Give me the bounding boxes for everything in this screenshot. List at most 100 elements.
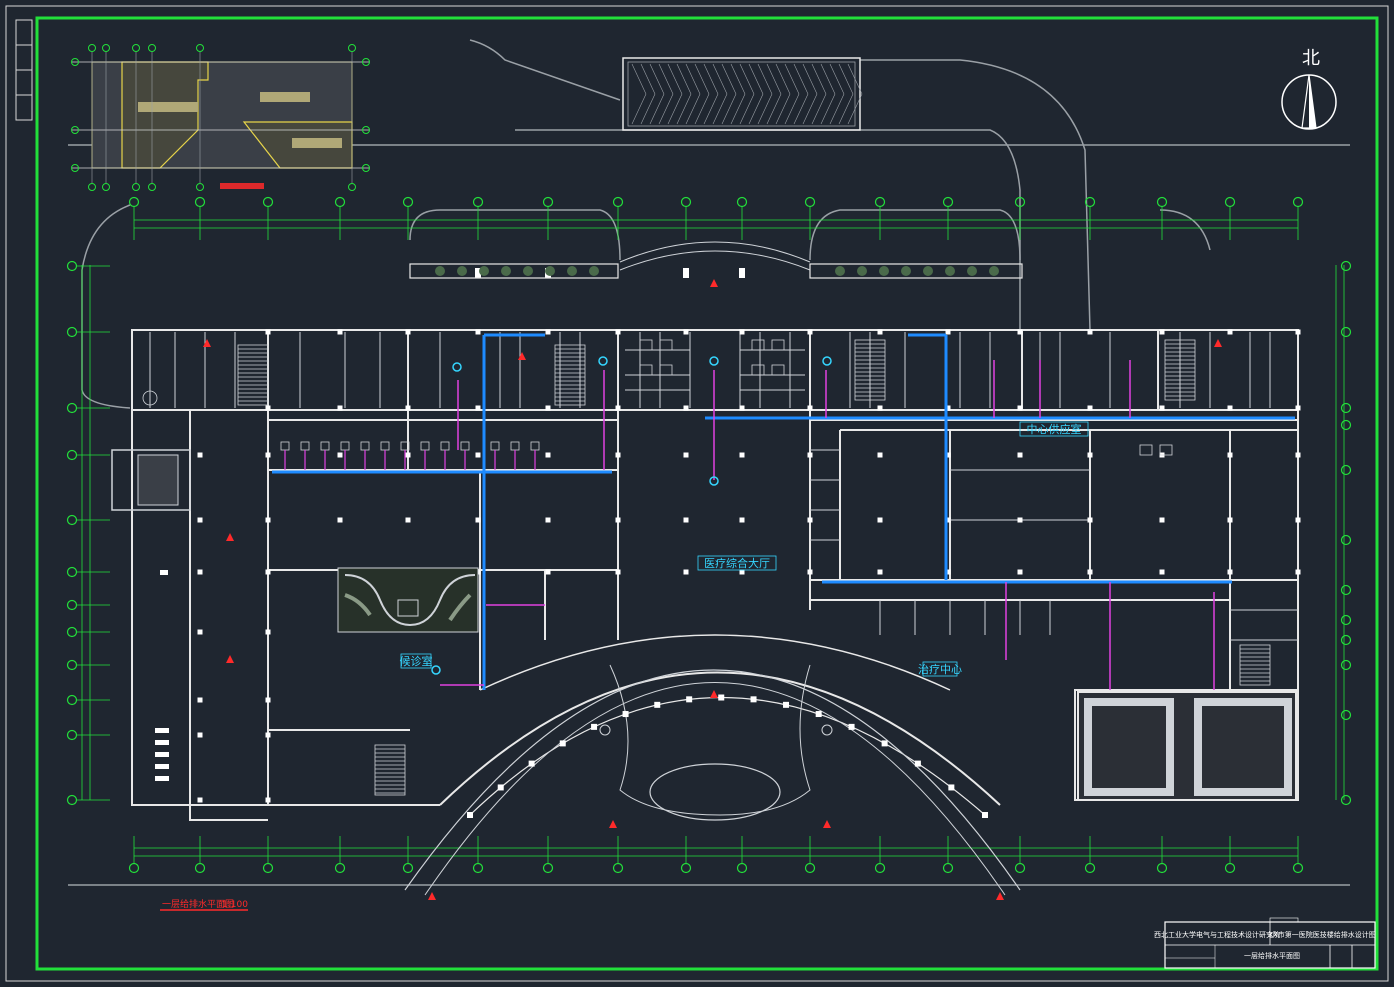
column	[945, 329, 951, 335]
column	[945, 452, 951, 458]
canopy-hatch-line	[838, 93, 854, 125]
area-label-central-supply: 中心供应室	[1019, 421, 1089, 437]
key-axis-bubble	[148, 44, 156, 52]
column	[1227, 329, 1233, 335]
courtyard-garden	[337, 567, 479, 633]
column	[1087, 452, 1093, 458]
column	[197, 697, 203, 703]
column	[545, 452, 551, 458]
arc-column	[783, 701, 790, 708]
column	[683, 569, 689, 575]
svg-text:一层给排水平面图: 一层给排水平面图	[162, 898, 234, 910]
column	[337, 405, 343, 411]
column	[545, 405, 551, 411]
shrub	[901, 266, 911, 276]
column	[197, 732, 203, 738]
shrub	[923, 266, 933, 276]
axis-bubble	[1340, 709, 1352, 721]
column	[265, 629, 271, 635]
column	[615, 569, 621, 575]
column	[337, 329, 343, 335]
shrub	[857, 266, 867, 276]
svg-text:1:100: 1:100	[222, 900, 248, 910]
column	[1295, 452, 1301, 458]
key-axis-bubble	[102, 44, 110, 52]
svg-text:候诊室: 候诊室	[400, 654, 433, 668]
column	[265, 797, 271, 803]
canopy-hatch-line	[640, 63, 656, 95]
arc-column	[914, 760, 921, 767]
axis-bubble	[1340, 794, 1352, 806]
key-axis-bubble	[71, 164, 79, 172]
key-plan	[71, 44, 370, 191]
svg-text:一层给排水平面图: 一层给排水平面图	[1244, 951, 1300, 960]
shrub	[545, 266, 555, 276]
column	[545, 569, 551, 575]
canopy-hatch-line	[667, 63, 683, 95]
column	[197, 452, 203, 458]
arc-column	[559, 740, 566, 747]
column	[945, 405, 951, 411]
red-marker	[996, 892, 1004, 900]
shrub	[835, 266, 845, 276]
canopy-hatch-line	[667, 93, 683, 125]
column	[1295, 329, 1301, 335]
column	[265, 405, 271, 411]
axis-bubble	[1340, 659, 1352, 671]
canopy-hatch-line	[802, 63, 818, 95]
axis-bubble	[1340, 326, 1352, 338]
red-marker	[823, 820, 831, 828]
column	[197, 629, 203, 635]
column	[739, 569, 745, 575]
key-axis-bubble	[362, 126, 370, 134]
red-marker	[1214, 339, 1222, 347]
canopy-hatch-line	[811, 93, 827, 125]
canopy-hatch-line	[694, 93, 710, 125]
stair	[1164, 339, 1196, 401]
arc-column	[591, 723, 598, 730]
red-marker	[428, 892, 436, 900]
axis-bubble	[1340, 464, 1352, 476]
column	[615, 329, 621, 335]
svg-text:西北工业大学电气与工程技术设计研究院: 西北工业大学电气与工程技术设计研究院	[1154, 930, 1280, 939]
canopy-hatch-line	[766, 93, 782, 125]
column	[1017, 329, 1023, 335]
column	[197, 797, 203, 803]
column	[197, 517, 203, 523]
area-label-medical-hall: 医疗综合大厅	[697, 555, 777, 571]
canopy-hatch-line	[775, 93, 791, 125]
left-margin-strip	[15, 19, 33, 121]
shrub	[523, 266, 533, 276]
arc-column	[718, 694, 725, 701]
drainage-pipes	[440, 360, 1215, 690]
toilet-stall	[771, 364, 785, 376]
column	[877, 569, 883, 575]
column	[1159, 517, 1165, 523]
north-arrow: 北	[1281, 48, 1337, 130]
column	[1017, 569, 1023, 575]
arc-column	[848, 723, 855, 730]
column	[615, 517, 621, 523]
column	[807, 452, 813, 458]
toilet-stall	[751, 339, 765, 351]
red-marker	[710, 690, 718, 698]
canopy-hatch-line	[820, 93, 836, 125]
stair	[854, 339, 886, 401]
west-block	[111, 449, 191, 781]
column	[683, 517, 689, 523]
axis-bubbles-right	[1340, 260, 1352, 806]
outer-frame	[5, 5, 1389, 982]
column	[1227, 452, 1233, 458]
column	[475, 329, 481, 335]
canopy-hatch-line	[847, 93, 863, 125]
canopy-hatch-line	[730, 93, 746, 125]
column	[265, 732, 271, 738]
toilet-stall	[771, 339, 785, 351]
axis-bubble	[1340, 534, 1352, 546]
shrub	[479, 266, 489, 276]
stair	[374, 744, 406, 796]
column	[405, 405, 411, 411]
shrub	[457, 266, 467, 276]
canopy-structure	[622, 57, 863, 131]
